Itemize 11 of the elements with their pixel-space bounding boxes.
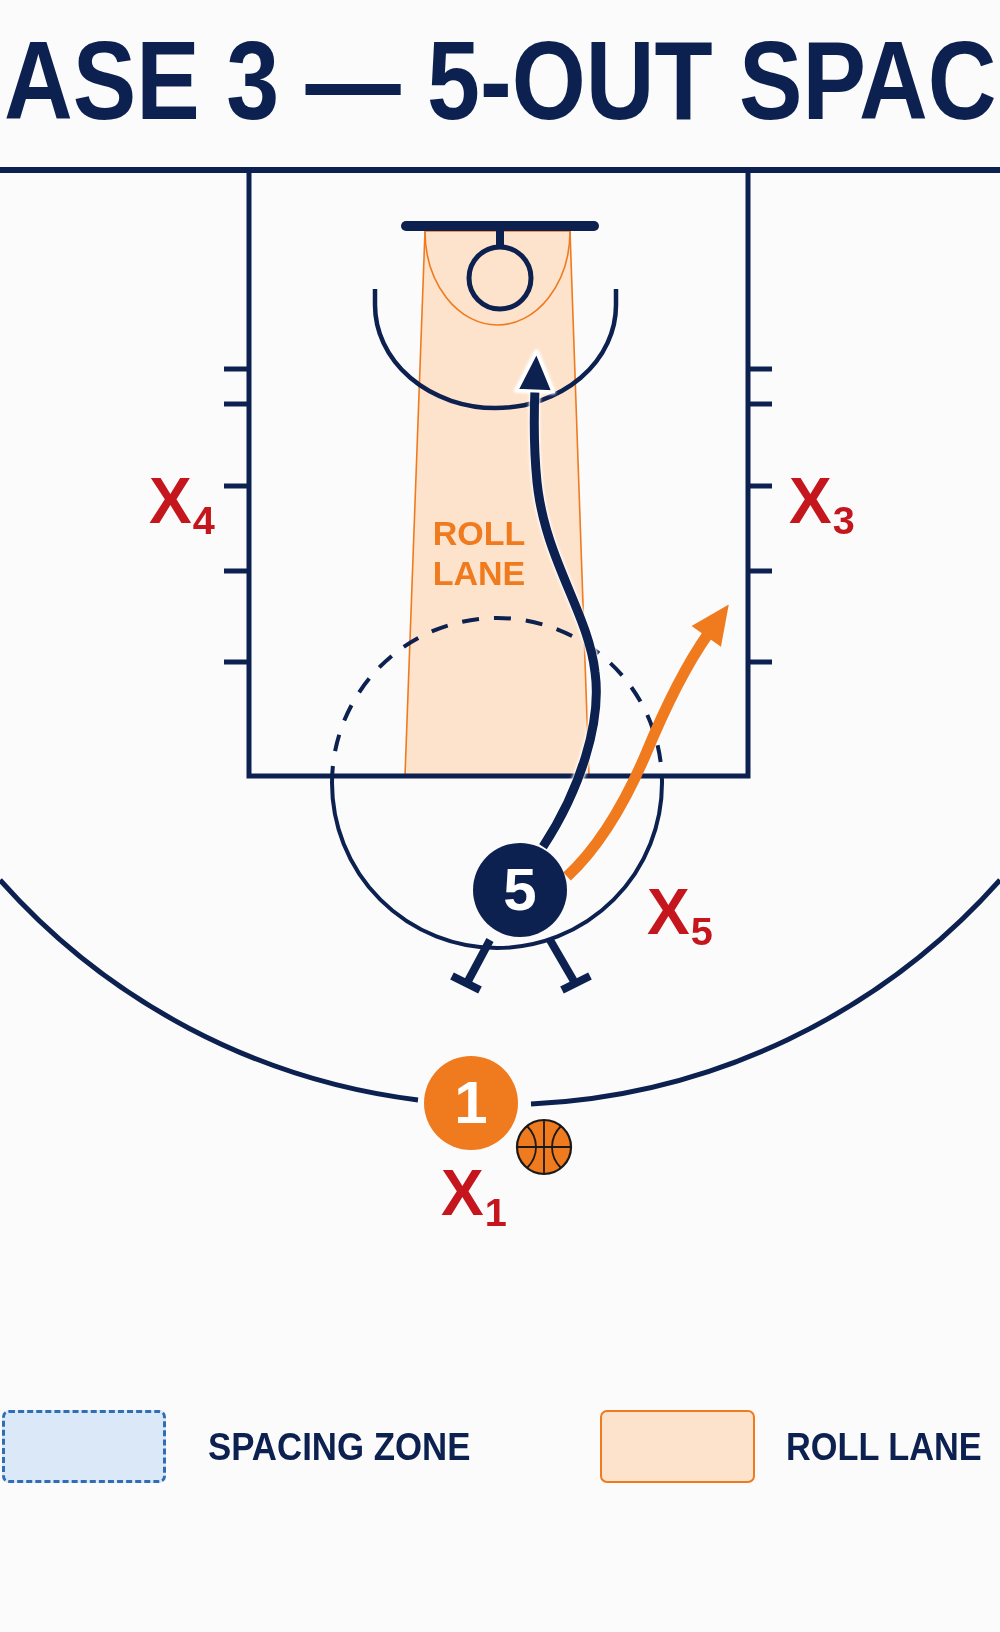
- defender-label: X$_{5}$: [647, 877, 713, 955]
- curved-arrow: [515, 350, 601, 850]
- player-marker: 5: [473, 843, 567, 937]
- player-marker: 1: [424, 1056, 518, 1150]
- defender-label: X$_{4}$: [149, 466, 215, 544]
- legend-label: SPACING ZONE: [208, 1424, 471, 1469]
- zone-label: ROLL LANE: [431, 513, 527, 593]
- legend-label: ROLL LANE: [786, 1424, 982, 1469]
- defender-label: X$_{1}$: [441, 1158, 507, 1236]
- diagram-title: ASE 3 — 5-OUT SPAC: [4, 22, 997, 140]
- defender-label: X$_{3}$: [789, 466, 855, 544]
